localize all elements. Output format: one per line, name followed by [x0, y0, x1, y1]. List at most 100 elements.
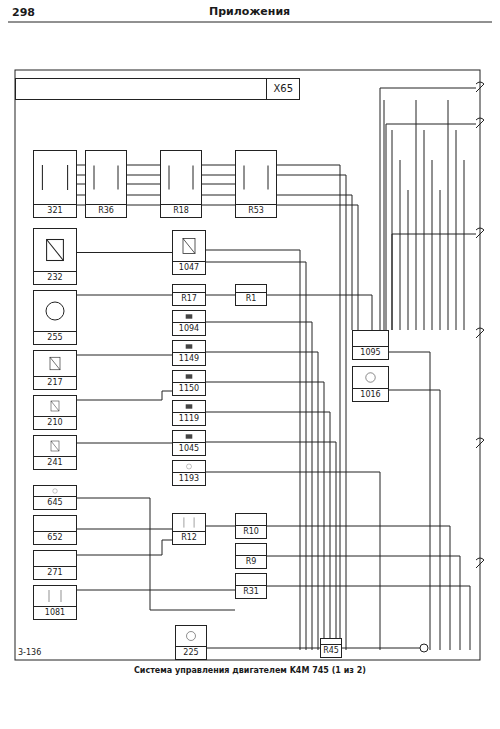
component-number: 1045 [173, 442, 205, 455]
wire [77, 443, 172, 444]
component-box: 1045 [172, 430, 206, 456]
symbol-area [236, 514, 266, 525]
bundle-wire [400, 160, 401, 330]
component-number: 1047 [173, 261, 205, 274]
component-number: R18 [161, 204, 201, 217]
component-number: 225 [176, 646, 206, 659]
symbol-area [173, 401, 205, 412]
component-number: R10 [236, 525, 266, 538]
coil-symbol [173, 401, 205, 412]
component-number: 1094 [173, 322, 205, 335]
symbol-area [173, 231, 205, 261]
symbol-area [173, 285, 205, 292]
component-number: R9 [236, 555, 266, 568]
component-box: 1149 [172, 340, 206, 366]
component-number: 210 [34, 416, 76, 429]
bundle-wire [432, 160, 433, 330]
wire [77, 391, 172, 400]
component-number: 1016 [353, 388, 388, 401]
circle-symbol [34, 486, 76, 496]
plug-symbol [236, 151, 276, 204]
wire [77, 184, 85, 185]
bundle-wire [408, 190, 409, 330]
component-box: 232 [33, 228, 77, 285]
component-box: R1 [235, 284, 267, 306]
component-box: 1150 [172, 370, 206, 396]
symbol-area [173, 311, 205, 322]
component-number: 1095 [353, 346, 388, 359]
component-box: 225 [175, 625, 207, 660]
sheet-frame [15, 70, 480, 660]
coil-symbol [173, 431, 205, 442]
component-number: 1193 [173, 472, 205, 485]
symbol-area [353, 367, 388, 388]
wire [202, 184, 235, 185]
circle-symbol [176, 626, 206, 646]
component-number: R12 [173, 531, 205, 544]
symbol-area [34, 516, 76, 531]
wire [127, 184, 160, 185]
symbol-area [34, 229, 76, 271]
component-box: 241 [33, 435, 77, 470]
component-number: 255 [34, 331, 76, 344]
bundle-wire [448, 100, 449, 330]
symbol-area [236, 544, 266, 555]
symbol-area [34, 396, 76, 416]
component-number: X65 [266, 79, 299, 99]
component-box: R9 [235, 543, 267, 569]
symbol-area [34, 151, 76, 204]
plug-symbol [34, 151, 76, 204]
coil-symbol [173, 371, 205, 382]
component-box: 652 [33, 515, 77, 545]
symbol-area [86, 151, 126, 204]
plug-symbol [86, 151, 126, 204]
component-number: R17 [173, 292, 205, 305]
wire [77, 590, 235, 591]
component-box: 1016 [352, 366, 389, 402]
symbol-area [353, 331, 388, 346]
component-box: 1094 [172, 310, 206, 336]
symbol-area [173, 514, 205, 531]
wire [77, 355, 172, 356]
wire [77, 252, 172, 253]
wire-bundle [380, 88, 476, 330]
wire [206, 526, 235, 527]
component-number: 1081 [34, 606, 76, 619]
component-number: 1150 [173, 382, 205, 395]
plain-wires [75, 165, 470, 652]
symbol-area [34, 551, 76, 566]
symbol-area [173, 371, 205, 382]
component-box: 1047 [172, 230, 206, 275]
relay-symbol [34, 229, 76, 271]
symbol-area [161, 151, 201, 204]
wire [77, 529, 172, 530]
bundle-wire [416, 100, 417, 330]
page-number: 298 [12, 6, 35, 19]
component-box: 1193 [172, 460, 206, 486]
component-box: R53 [235, 150, 277, 218]
break-marks [476, 82, 484, 568]
symbol-area [34, 291, 76, 331]
component-number: R53 [236, 204, 276, 217]
relay-symbol [34, 396, 76, 416]
circle-symbol [173, 461, 205, 472]
bundle-wire [392, 234, 476, 330]
wire [206, 295, 235, 296]
wire [77, 295, 172, 296]
relay-symbol [34, 351, 76, 376]
component-box: R12 [172, 513, 206, 545]
bundle-wire [384, 100, 385, 330]
component-box: R10 [235, 513, 267, 539]
symbol-area [236, 285, 266, 292]
component-box: R45 [320, 638, 342, 658]
bundle-wire [380, 88, 476, 330]
component-box: 255 [33, 290, 77, 345]
component-box: 1081 [33, 585, 77, 620]
coil-symbol [173, 311, 205, 322]
component-box: 271 [33, 550, 77, 580]
plug-symbol [173, 514, 205, 531]
figure-number: 3-136 [18, 648, 41, 657]
symbol-area [34, 436, 76, 456]
caption: Система управления двигателем K4M 745 (1… [134, 666, 366, 675]
component-number: R31 [236, 585, 266, 598]
